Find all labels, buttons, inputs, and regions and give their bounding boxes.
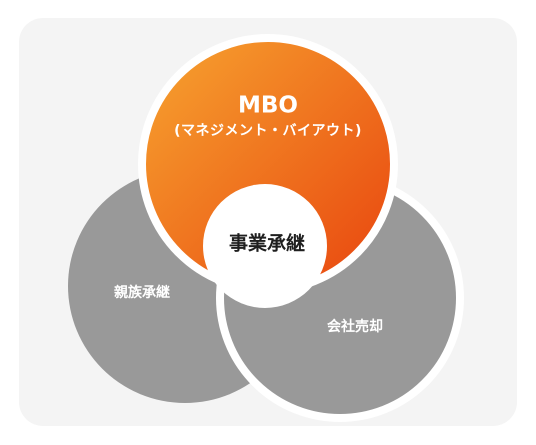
center-label: 事業承継 — [228, 232, 306, 255]
family-succession-label: 親族承継 — [114, 285, 170, 301]
mbo-title: MBO — [238, 92, 298, 119]
center-area — [203, 184, 327, 308]
company-sale-label: 会社売却 — [327, 319, 383, 335]
mbo-subtitle: (マネジメント・バイアウト) — [174, 123, 362, 139]
